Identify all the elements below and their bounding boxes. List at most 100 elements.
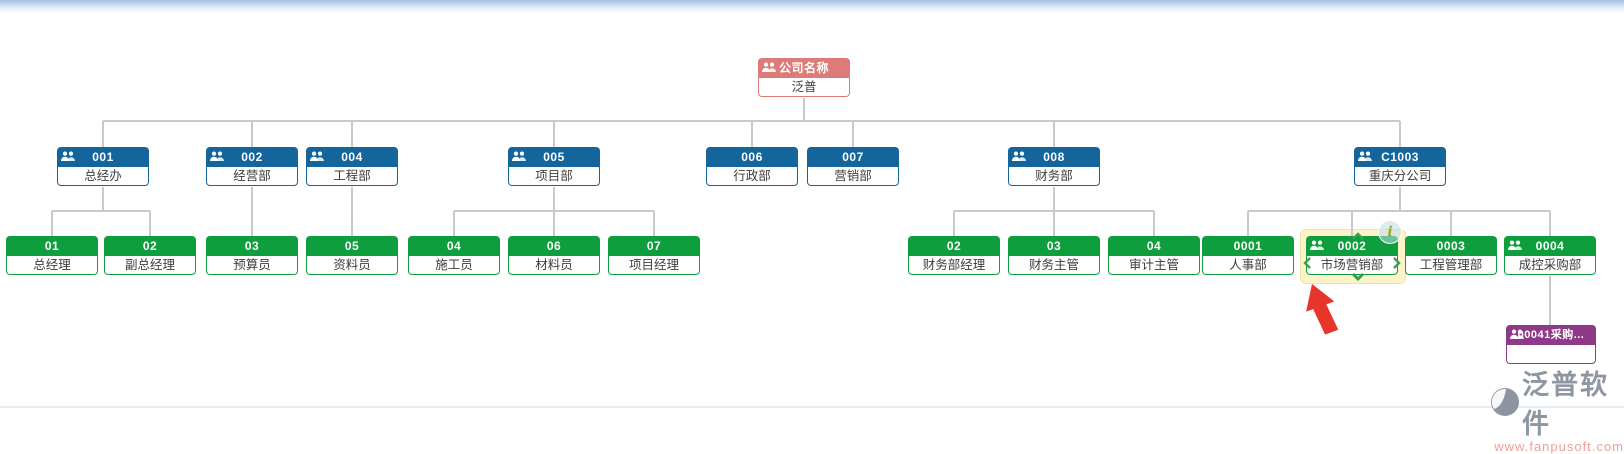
watermark-brand: 泛普软件 — [1522, 370, 1609, 439]
node-title: 总经办 — [57, 167, 149, 186]
node-code: 03 — [244, 239, 260, 253]
node-code: 002 — [241, 150, 263, 164]
node-title — [1506, 345, 1596, 364]
node-005[interactable]: 005 项目部 — [508, 147, 600, 186]
fanpu-logo-icon — [1490, 387, 1520, 417]
node-code: 0003 — [1436, 239, 1466, 253]
users-icon — [512, 151, 526, 162]
node-004[interactable]: 004 工程部 — [306, 147, 398, 186]
node-header: 005 — [508, 147, 600, 167]
node-title: 经营部 — [206, 167, 298, 186]
node-title: 行政部 — [706, 167, 798, 186]
node-title: 成控采购部 — [1504, 256, 1596, 275]
expand-down-arrow-icon[interactable] — [1352, 273, 1364, 281]
node-0001-hr-department[interactable]: 0001 人事部 — [1202, 236, 1294, 275]
users-icon — [1510, 329, 1524, 340]
node-header: 004 — [306, 147, 398, 167]
node-code: 04 — [1146, 239, 1162, 253]
node-header: 0001 — [1202, 236, 1294, 256]
node-code: 005 — [543, 150, 565, 164]
node-title: 项目部 — [508, 167, 600, 186]
node-title: 财务部 — [1008, 167, 1100, 186]
node-008[interactable]: 008 财务部 — [1008, 147, 1100, 186]
watermark-logo: 泛普软件 www.fanpusoft.com — [1490, 363, 1624, 454]
node-05-document-clerk[interactable]: 05 资料员 — [306, 236, 398, 275]
node-header: 05 — [306, 236, 398, 256]
users-icon — [210, 151, 224, 162]
node-title: 泛普 — [758, 78, 850, 97]
node-title: 财务主管 — [1008, 256, 1100, 275]
node-code: 001 — [92, 150, 114, 164]
node-code: 00041采购... — [1517, 329, 1585, 341]
users-icon — [1310, 240, 1324, 251]
expand-left-arrow-icon[interactable] — [1303, 257, 1311, 269]
node-code: 008 — [1043, 150, 1065, 164]
node-03-finance-supervisor[interactable]: 03 财务主管 — [1008, 236, 1100, 275]
node-title: 副总经理 — [104, 256, 196, 275]
node-0004-cost-procurement[interactable]: 0004 成控采购部 — [1504, 236, 1596, 275]
node-title: 预算员 — [206, 256, 298, 275]
node-code: 05 — [344, 239, 360, 253]
node-code: 01 — [44, 239, 60, 253]
expand-right-arrow-icon[interactable] — [1393, 257, 1401, 269]
node-code: 0001 — [1233, 239, 1263, 253]
node-header: 007 — [807, 147, 899, 167]
users-icon — [310, 151, 324, 162]
connector-path — [51, 98, 1551, 325]
users-icon — [61, 151, 75, 162]
node-code: C1003 — [1381, 150, 1419, 164]
users-icon — [1012, 151, 1026, 162]
node-01-general-manager[interactable]: 01 总经理 — [6, 236, 98, 275]
node-title: 工程管理部 — [1405, 256, 1497, 275]
node-title: 人事部 — [1202, 256, 1294, 275]
node-04-construction-worker[interactable]: 04 施工员 — [408, 236, 500, 275]
node-0003-engineering-management[interactable]: 0003 工程管理部 — [1405, 236, 1497, 275]
node-header: 02 — [104, 236, 196, 256]
node-title: 财务部经理 — [908, 256, 1000, 275]
node-header: 006 — [706, 147, 798, 167]
node-001[interactable]: 001 总经办 — [57, 147, 149, 186]
node-header: 01 — [6, 236, 98, 256]
node-02-finance-manager[interactable]: 02 财务部经理 — [908, 236, 1000, 275]
node-code: 02 — [946, 239, 962, 253]
expand-up-arrow-icon[interactable] — [1352, 232, 1364, 240]
node-header: 04 — [408, 236, 500, 256]
node-04-audit-supervisor[interactable]: 04 审计主管 — [1108, 236, 1200, 275]
node-007[interactable]: 007 营销部 — [807, 147, 899, 186]
node-title: 资料员 — [306, 256, 398, 275]
node-company-root[interactable]: 公司名称 泛普 — [758, 58, 850, 97]
node-title: 项目经理 — [608, 256, 700, 275]
node-03-budget-officer[interactable]: 03 预算员 — [206, 236, 298, 275]
node-header: 03 — [206, 236, 298, 256]
node-header: 001 — [57, 147, 149, 167]
node-header: 002 — [206, 147, 298, 167]
page-bottom-border — [0, 406, 1624, 408]
node-code: 06 — [546, 239, 562, 253]
node-07-project-manager[interactable]: 07 项目经理 — [608, 236, 700, 275]
node-title: 重庆分公司 — [1354, 167, 1446, 186]
node-06-material-clerk[interactable]: 06 材料员 — [508, 236, 600, 275]
node-title: 工程部 — [306, 167, 398, 186]
node-code: 公司名称 — [778, 61, 829, 75]
node-header: 公司名称 — [758, 58, 850, 78]
node-00041-procurement[interactable]: 00041采购... — [1506, 325, 1596, 364]
node-title: 审计主管 — [1108, 256, 1200, 275]
node-code: 07 — [646, 239, 662, 253]
node-002[interactable]: 002 经营部 — [206, 147, 298, 186]
node-header: 0004 — [1504, 236, 1596, 256]
info-badge-icon[interactable]: i — [1378, 220, 1402, 244]
node-header: 03 — [1008, 236, 1100, 256]
node-006[interactable]: 006 行政部 — [706, 147, 798, 186]
node-code: 006 — [741, 150, 763, 164]
node-code: 04 — [446, 239, 462, 253]
node-header: 07 — [608, 236, 700, 256]
node-header: 0003 — [1405, 236, 1497, 256]
node-header: 00041采购... — [1506, 325, 1596, 345]
node-header: 06 — [508, 236, 600, 256]
node-02-deputy-general-manager[interactable]: 02 副总经理 — [104, 236, 196, 275]
node-code: 03 — [1046, 239, 1062, 253]
node-header: C1003 — [1354, 147, 1446, 167]
node-title: 施工员 — [408, 256, 500, 275]
node-C1003[interactable]: C1003 重庆分公司 — [1354, 147, 1446, 186]
node-code: 0002 — [1337, 239, 1367, 253]
